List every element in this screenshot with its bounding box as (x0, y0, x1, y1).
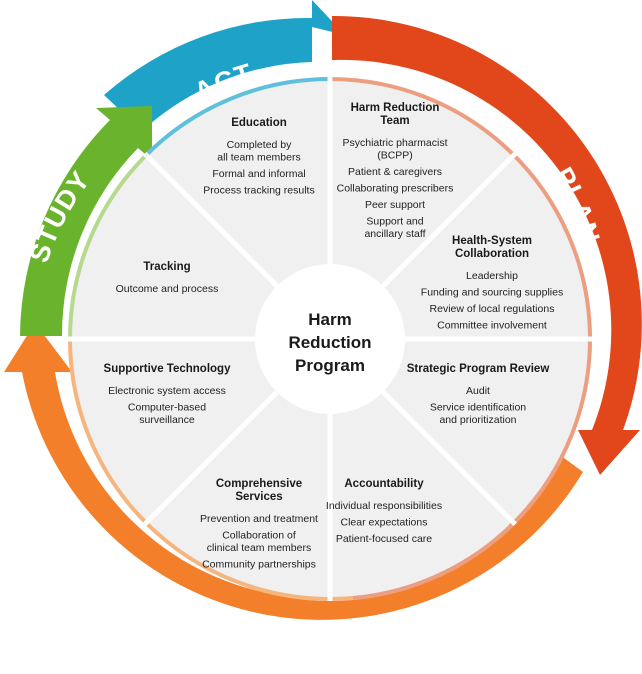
study-arrow (20, 106, 152, 336)
education-item: Process tracking results (203, 185, 314, 197)
supportive-technology-item: surveillance (139, 414, 195, 426)
comprehensive-services-item: Prevention and treatment (200, 513, 318, 525)
harm-reduction-team-item: Collaborating prescribers (337, 183, 454, 195)
accountability-title: Accountability (344, 478, 424, 490)
strategic-program-review-item: and prioritization (439, 414, 516, 426)
plan-arrow (332, 15, 642, 476)
education-title: Education (231, 117, 287, 129)
education-item: Formal and informal (212, 168, 305, 180)
education-item: all team members (217, 152, 300, 164)
education-item: Completed by (227, 139, 293, 151)
tracking-title: Tracking (143, 261, 190, 273)
harm-reduction-team-item: ancillary staff (364, 228, 425, 240)
harm-reduction-team-item: Psychiatric pharmacist (342, 137, 447, 149)
supportive-technology-item: Computer-based (128, 402, 206, 414)
supportive-technology-title: Supportive Technology (104, 363, 232, 375)
pdca-arrow-ring (4, 0, 642, 620)
supportive-technology-item: Electronic system access (108, 385, 226, 397)
harm-reduction-team-item: (BCPP) (377, 150, 413, 162)
rim-act (144, 77, 331, 157)
health-system-collaboration-title: Health-System (452, 235, 532, 247)
rim-study (68, 153, 148, 340)
segment-divider (142, 390, 279, 527)
tracking-item: Outcome and process (116, 283, 219, 295)
center-title-line-2: Reduction (288, 333, 371, 352)
harm-reduction-team-title: Harm Reduction (351, 102, 440, 114)
segment-divider (381, 151, 518, 288)
health-system-collaboration-item: Committee involvement (437, 320, 547, 332)
harm-reduction-team-item: Support and (366, 216, 423, 228)
strategic-program-review-item: Service identification (430, 402, 526, 414)
segment-divider (381, 390, 518, 527)
rim-do (68, 338, 353, 601)
rim-plan (329, 77, 592, 601)
harm-reduction-team-item: Patient & caregivers (348, 166, 442, 178)
harm-reduction-team-item: Peer support (365, 199, 425, 211)
strategic-program-review-title: Strategic Program Review (407, 363, 550, 375)
comprehensive-services-item: clinical team members (207, 542, 311, 554)
segment-divider (142, 151, 279, 288)
comprehensive-services-title: Comprehensive (216, 478, 302, 490)
accountability-item: Patient-focused care (336, 533, 432, 545)
center-title-line-3: Program (295, 356, 365, 375)
comprehensive-services-title: Services (235, 491, 282, 503)
center-circle (255, 264, 405, 414)
accountability-item: Clear expectations (341, 517, 428, 529)
health-system-collaboration-title: Collaboration (455, 248, 529, 260)
health-system-collaboration-item: Funding and sourcing supplies (421, 287, 563, 299)
do-arrow (4, 323, 583, 620)
comprehensive-services-item: Community partnerships (202, 559, 316, 571)
accountability-item: Individual responsibilities (326, 500, 442, 512)
act-arrow (104, 0, 345, 131)
comprehensive-services-item: Collaboration of (222, 530, 296, 542)
harm-reduction-team-title: Team (380, 115, 409, 127)
center-title-line-1: Harm (308, 310, 351, 329)
phase-label-do: DO (293, 625, 336, 657)
health-system-collaboration-item: Review of local regulations (430, 303, 555, 315)
health-system-collaboration-item: Leadership (466, 270, 518, 282)
strategic-program-review-item: Audit (466, 385, 490, 397)
